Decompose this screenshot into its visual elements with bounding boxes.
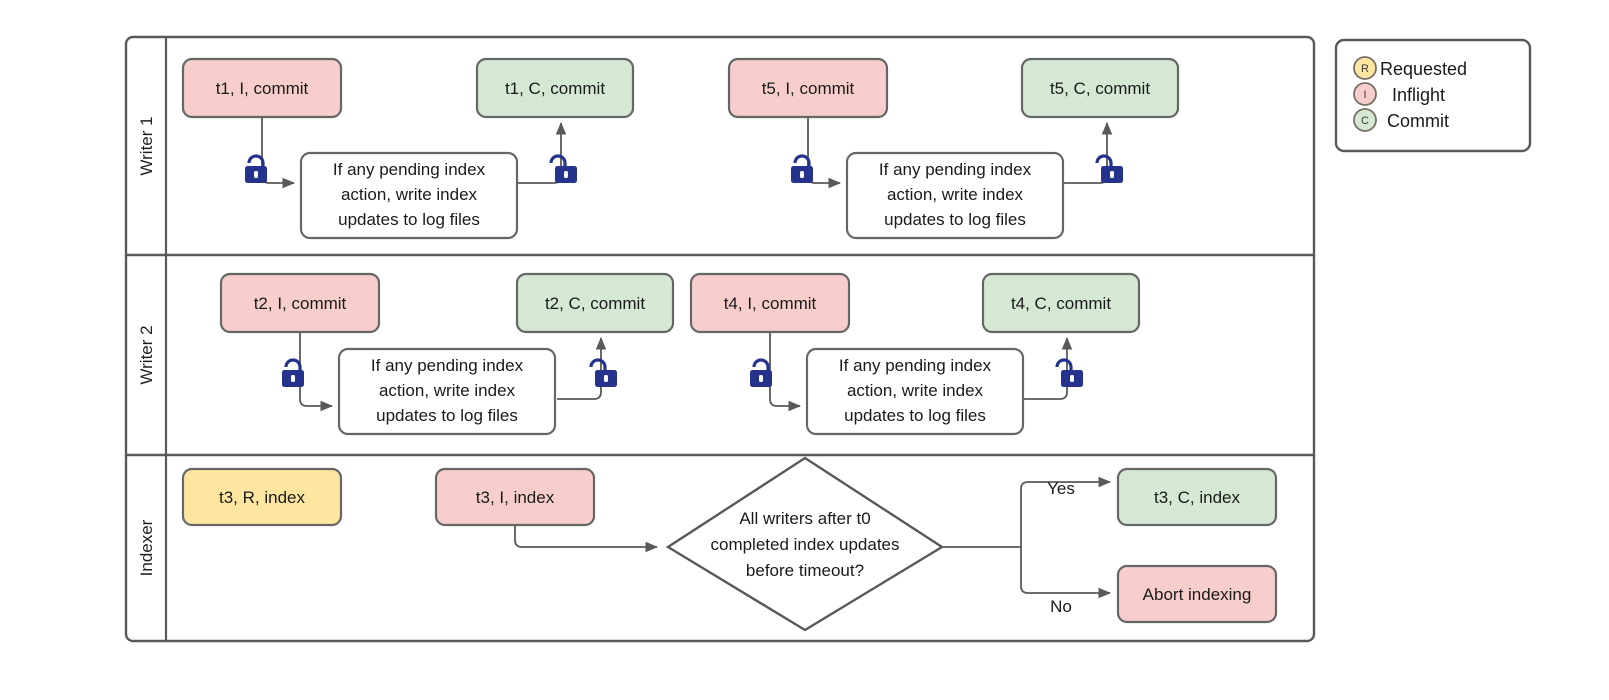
node-w1-t1-inflight[interactable]: t1, I, commit: [181, 57, 343, 119]
node-w2-t2-inflight[interactable]: t2, I, commit: [219, 272, 381, 334]
decision-line-3: before timeout?: [746, 561, 864, 580]
process-box[interactable]: [845, 151, 1065, 240]
lane-header-writer-1: Writer 1: [137, 116, 156, 175]
node-ix-t3-requested[interactable]: t3, R, index: [181, 467, 343, 527]
node-label: t4, I, commit: [724, 294, 817, 313]
badge-requested-icon: [1353, 56, 1377, 80]
legend-item-commit: C Commit: [1353, 108, 1449, 132]
node-w2-t4-inflight[interactable]: t4, I, commit: [689, 272, 851, 334]
node-ix-abort-indexing[interactable]: Abort indexing: [1116, 564, 1278, 624]
badge-inflight-letter: I: [1363, 89, 1366, 101]
process-line-3: updates to log files: [376, 406, 518, 425]
node-label: t1, C, commit: [505, 79, 605, 98]
process-line-1: If any pending index: [371, 356, 524, 375]
unlock-icon-w2-release-2: [1055, 358, 1083, 387]
node-w1-t5-inflight[interactable]: t5, I, commit: [727, 57, 889, 119]
flow-w2-t2i-to-proc1: [299, 332, 334, 412]
node-label: t5, I, commit: [762, 79, 855, 98]
node-label: t1, I, commit: [216, 79, 309, 98]
node-label: t2, C, commit: [545, 294, 645, 313]
branch-label-no: No: [1050, 597, 1072, 616]
node-box[interactable]: [727, 57, 889, 119]
legend-label-requested: Requested: [1380, 59, 1467, 79]
lock-icon-w1-acquire: [245, 154, 267, 183]
node-box[interactable]: [1116, 564, 1278, 624]
node-label: t3, R, index: [219, 488, 305, 507]
flow-w2-proc2-to-t4c: [1024, 336, 1073, 400]
lock-icon-w1-acquire-2: [791, 154, 813, 183]
process-box-w2-1[interactable]: If any pending index action, write index…: [337, 347, 557, 436]
node-box[interactable]: [689, 272, 851, 334]
legend-panel: R Requested I Inflight C Commit: [1334, 38, 1532, 153]
process-line-1: If any pending index: [839, 356, 992, 375]
unlock-icon-w1-release-2: [1095, 154, 1123, 183]
process-line-2: action, write index: [379, 381, 516, 400]
lane-header-writer-2: Writer 2: [137, 325, 156, 384]
unlock-icon-w2-release: [589, 358, 617, 387]
node-ix-t3-commit[interactable]: t3, C, index: [1116, 467, 1278, 527]
decision-shape[interactable]: [665, 456, 945, 632]
flow-ix-t3i-to-decision: [514, 525, 659, 553]
decision-node-index-updates[interactable]: All writers after t0 completed index upd…: [665, 456, 945, 632]
node-box[interactable]: [219, 272, 381, 334]
legend-label-commit: Commit: [1387, 111, 1449, 131]
node-label: t2, I, commit: [254, 294, 347, 313]
node-label: t4, C, commit: [1011, 294, 1111, 313]
badge-commit-icon: [1353, 108, 1377, 132]
node-box[interactable]: [1116, 467, 1278, 527]
legend-label-inflight: Inflight: [1392, 85, 1445, 105]
lane-header-indexer: Indexer: [137, 519, 156, 576]
decision-line-1: All writers after t0: [739, 509, 870, 528]
flow-w2-t4i-to-proc2: [769, 332, 802, 412]
lane-label-indexer: Indexer: [137, 519, 156, 576]
process-box[interactable]: [299, 151, 519, 240]
node-label: t5, C, commit: [1050, 79, 1150, 98]
node-box[interactable]: [1020, 57, 1180, 119]
process-line-3: updates to log files: [884, 210, 1026, 229]
process-box-w1-2[interactable]: If any pending index action, write index…: [845, 151, 1065, 240]
lane-label-writer-1: Writer 1: [137, 116, 156, 175]
node-ix-t3-inflight[interactable]: t3, I, index: [434, 467, 596, 527]
process-box-w1-1[interactable]: If any pending index action, write index…: [299, 151, 519, 240]
legend-item-inflight: I Inflight: [1353, 82, 1445, 106]
node-box[interactable]: [475, 57, 635, 119]
legend-item-requested: R Requested: [1353, 56, 1467, 80]
process-box-w2-2[interactable]: If any pending index action, write index…: [805, 347, 1025, 436]
legend-border: [1334, 38, 1532, 153]
flow-w2-proc1-to-t2c: [557, 336, 607, 400]
node-w1-t5-commit[interactable]: t5, C, commit: [1020, 57, 1180, 119]
node-box[interactable]: [981, 272, 1141, 334]
flow-branch-no: [1020, 547, 1112, 599]
unlock-icon-w1-release: [549, 154, 577, 183]
process-line-2: action, write index: [341, 185, 478, 204]
badge-commit-letter: C: [1361, 115, 1369, 127]
process-line-2: action, write index: [887, 185, 1024, 204]
node-box[interactable]: [181, 57, 343, 119]
node-label: Abort indexing: [1143, 585, 1252, 604]
process-line-2: action, write index: [847, 381, 984, 400]
decision-line-2: completed index updates: [710, 535, 899, 554]
process-box[interactable]: [805, 347, 1025, 436]
node-box[interactable]: [515, 272, 675, 334]
node-w2-t4-commit[interactable]: t4, C, commit: [981, 272, 1141, 334]
process-line-1: If any pending index: [333, 160, 486, 179]
flow-branch-yes: [1020, 476, 1112, 547]
node-label: t3, I, index: [476, 488, 555, 507]
badge-requested-letter: R: [1361, 63, 1369, 75]
process-line-3: updates to log files: [844, 406, 986, 425]
node-box[interactable]: [181, 467, 343, 527]
process-line-1: If any pending index: [879, 160, 1032, 179]
lane-label-writer-2: Writer 2: [137, 325, 156, 384]
node-w2-t2-commit[interactable]: t2, C, commit: [515, 272, 675, 334]
node-label: t3, C, index: [1154, 488, 1240, 507]
process-box[interactable]: [337, 347, 557, 436]
branch-label-yes: Yes: [1047, 479, 1075, 498]
process-line-3: updates to log files: [338, 210, 480, 229]
badge-inflight-icon: [1353, 82, 1377, 106]
node-w1-t1-commit[interactable]: t1, C, commit: [475, 57, 635, 119]
lock-icon-w2-acquire-2: [750, 358, 772, 387]
lock-icon-w2-acquire: [282, 358, 304, 387]
